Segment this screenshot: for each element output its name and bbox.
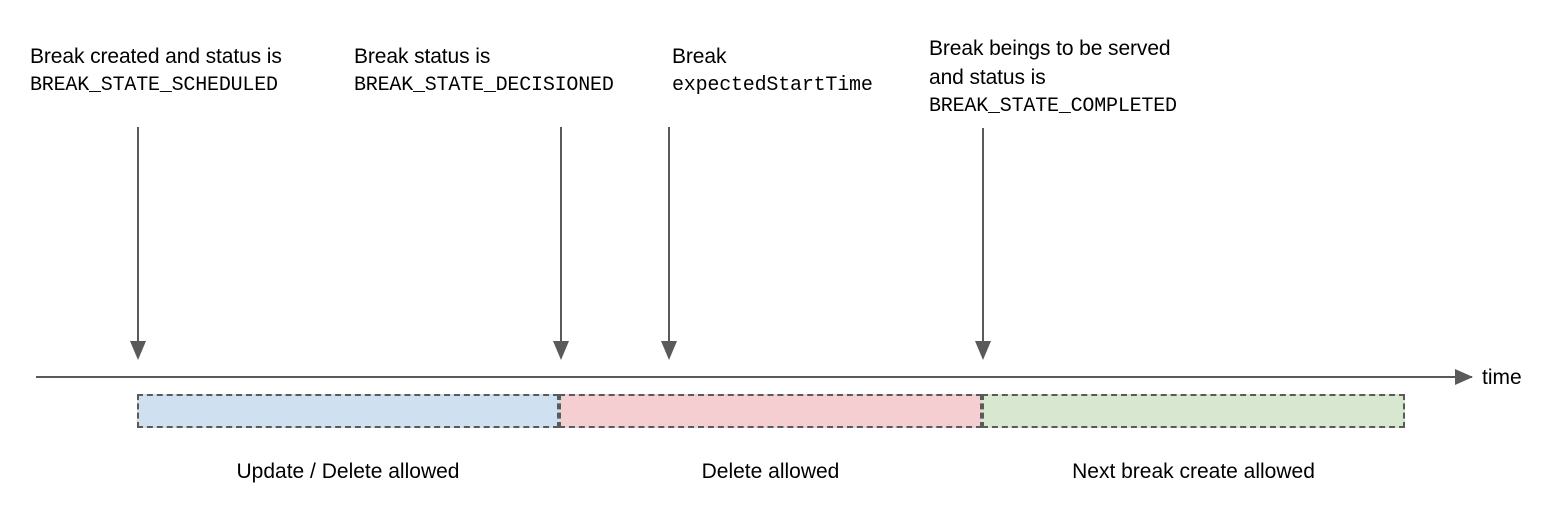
marker-expected-start-time-arrowhead-icon: [661, 341, 677, 360]
marker-break-completed-arrowhead-icon: [975, 341, 991, 360]
annotation-3-line-2: BREAK_STATE_COMPLETED: [929, 95, 1177, 118]
phase-delete-caption: Delete allowed: [701, 460, 840, 483]
marker-break-created-stem: [137, 127, 139, 341]
phase-next-break-create-caption: Next break create allowed: [1072, 460, 1315, 483]
phase-update-delete-bar: [137, 394, 559, 428]
marker-break-completed-stem: [982, 128, 984, 341]
timeline-axis-line: [36, 376, 1472, 378]
timeline-axis-arrowhead-icon: [1455, 369, 1473, 385]
marker-break-created-arrowhead-icon: [130, 341, 146, 360]
annotation-0-line-1: BREAK_STATE_SCHEDULED: [30, 74, 278, 97]
phase-delete-bar: [559, 394, 982, 428]
annotation-1-line-1: BREAK_STATE_DECISIONED: [354, 74, 614, 97]
marker-break-decisioned-arrowhead-icon: [553, 341, 569, 360]
annotation-0: Break created and status is BREAK_STATE_S…: [30, 42, 282, 100]
annotation-3-line-0: Break beings to be served: [929, 37, 1171, 60]
marker-expected-start-time-stem: [668, 127, 670, 341]
annotation-3-line-1: and status is: [929, 66, 1046, 89]
annotation-1-line-0: Break status is: [354, 45, 491, 68]
annotation-3: Break beings to be served and status is BR…: [929, 34, 1177, 121]
annotation-2: Break expectedStartTime: [672, 42, 873, 100]
annotation-2-line-1: expectedStartTime: [672, 74, 873, 97]
phase-update-delete-caption: Update / Delete allowed: [236, 460, 460, 483]
annotation-1: Break status is BREAK_STATE_DECISIONED: [354, 42, 614, 100]
marker-break-decisioned-stem: [560, 127, 562, 341]
annotation-2-line-0: Break: [672, 45, 727, 68]
annotation-0-line-0: Break created and status is: [30, 45, 282, 68]
phase-next-break-create-bar: [982, 394, 1405, 428]
timeline-axis-label: time: [1482, 366, 1522, 389]
